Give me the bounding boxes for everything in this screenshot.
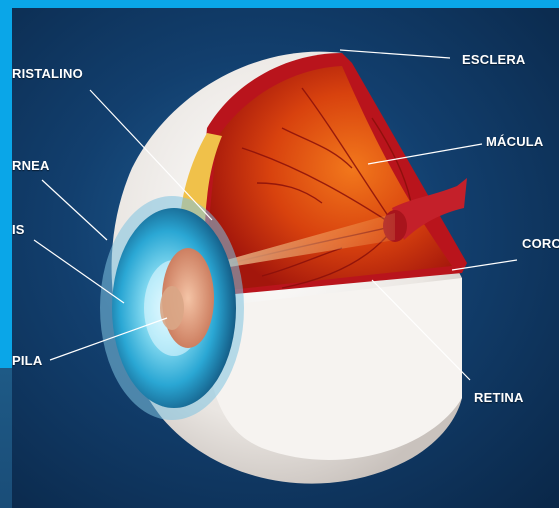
- label-esclera: ESCLERA: [462, 52, 526, 67]
- label-cornea: RNEA: [12, 158, 50, 173]
- label-retina: RETINA: [474, 390, 524, 405]
- label-pupila: PILA: [12, 353, 42, 368]
- leader-esclera: [340, 50, 450, 58]
- label-cristalino: RISTALINO: [12, 66, 83, 81]
- frame-border-left: [0, 8, 12, 508]
- label-coroides: CORO: [522, 236, 559, 251]
- label-macula: MÁCULA: [486, 134, 544, 149]
- label-iris: IS: [12, 222, 25, 237]
- leader-cornea: [42, 180, 107, 240]
- eye-cross-section: [12, 8, 559, 508]
- pupil: [160, 286, 184, 330]
- diagram-canvas: RISTALINO RNEA IS PILA ESCLERA MÁCULA CO…: [12, 8, 559, 508]
